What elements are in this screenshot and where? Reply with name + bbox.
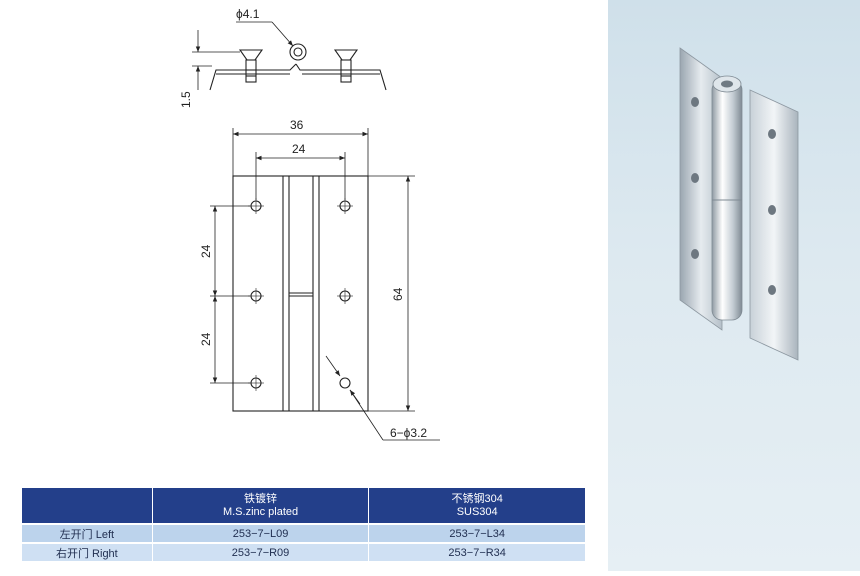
table-header-row: 铁镀锌 M.S.zinc plated 不锈钢304 SUS304 — [22, 488, 585, 524]
technical-drawing: ϕ4.1 1.5 — [179, 7, 440, 441]
dimension-lines — [210, 128, 440, 441]
header-corner — [22, 488, 153, 524]
table-row: 左开门 Left 253−7−L09 253−7−L34 — [22, 523, 585, 543]
zinc-part-number: 253−7−L09 — [152, 523, 370, 543]
header-zinc-en: M.S.zinc plated — [222, 505, 299, 518]
hinge-side-view — [192, 21, 387, 91]
sus-part-number: 253−7−L34 — [368, 523, 585, 543]
header-zinc: 铁镀锌 M.S.zinc plated — [152, 488, 370, 524]
hole-spacing-vertical-upper-label: 24 — [199, 244, 213, 258]
product-photo-panel — [608, 0, 860, 571]
header-zinc-cn: 铁镀锌 — [244, 492, 278, 505]
zinc-part-number: 253−7−R09 — [152, 542, 370, 561]
hinge-front-view — [232, 175, 369, 412]
hole-callout-label: 6−ϕ3.2 — [390, 426, 427, 440]
overall-width-label: 36 — [290, 118, 304, 132]
row-label: 右开门 Right — [22, 542, 153, 561]
sus-part-number: 253−7−R34 — [368, 542, 585, 561]
header-sus-en: SUS304 — [456, 505, 498, 518]
header-sus-cn: 不锈钢304 — [451, 492, 503, 505]
row-label: 左开门 Left — [22, 523, 153, 543]
table-row: 右开门 Right 253−7−R09 253−7−R34 — [22, 542, 585, 561]
hole-centre-marks — [248, 198, 353, 391]
spec-table: 铁镀锌 M.S.zinc plated 不锈钢304 SUS304 左开门 Le… — [22, 488, 585, 561]
hinge-photo — [679, 47, 799, 361]
thickness-label: 1.5 — [179, 91, 193, 108]
overall-height-label: 64 — [391, 287, 405, 301]
hole-spacing-horizontal-label: 24 — [292, 142, 306, 156]
header-sus: 不锈钢304 SUS304 — [368, 488, 585, 524]
hole-spacing-vertical-lower-label: 24 — [199, 332, 213, 346]
pin-diameter-label: ϕ4.1 — [236, 7, 260, 21]
